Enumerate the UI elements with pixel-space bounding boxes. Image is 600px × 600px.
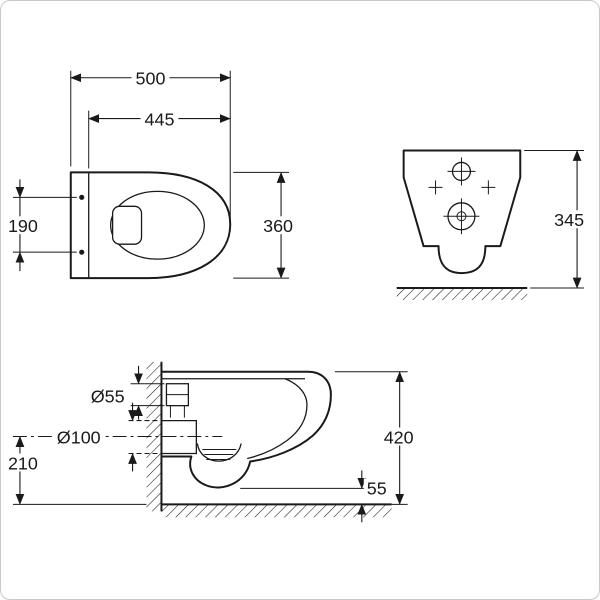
mounting-hole <box>79 249 85 255</box>
outlet-pipe <box>12 419 223 455</box>
top-view: 500 445 190 360 <box>3 69 300 280</box>
wall-hatch <box>146 361 162 512</box>
toilet-side-outline <box>161 370 332 489</box>
dim-label-overall-width: 500 <box>136 69 166 89</box>
flush-opening <box>111 205 143 245</box>
toilet-front-outline <box>402 149 522 275</box>
dim-label-overall-height: 420 <box>384 428 414 448</box>
toilet-plan-outline <box>69 171 232 280</box>
dim-label-outlet-diameter: Ø100 <box>57 428 101 448</box>
floor-hatch <box>161 504 392 518</box>
dim-outlet-diameter: Ø100 <box>52 402 137 472</box>
dim-label-overall-depth: 360 <box>263 216 293 236</box>
dim-hole-spacing: 190 <box>3 179 77 272</box>
fixing-cross-left <box>428 180 443 195</box>
dim-label-hole-spacing: 190 <box>8 216 38 236</box>
mounting-hole <box>79 194 85 200</box>
seat-opening <box>109 190 205 260</box>
dim-overall-width: 500 <box>70 69 231 219</box>
ground-hatch <box>396 288 528 300</box>
dim-inlet-diameter: Ø55 <box>91 365 165 420</box>
inner-bowl-line <box>247 378 308 460</box>
side-view: Ø55 Ø100 210 420 <box>3 361 420 523</box>
dim-label-front-height: 345 <box>554 210 584 230</box>
front-view: 345 <box>396 149 591 300</box>
inlet-pipe <box>165 383 190 418</box>
water-trap <box>196 443 242 462</box>
dim-front-height: 345 <box>524 149 591 289</box>
dim-outlet-center-height: 210 <box>3 435 147 505</box>
dim-floor-clearance: 55 <box>240 470 390 523</box>
dim-seat-depth: 445 <box>88 110 231 169</box>
inlet-marker <box>447 157 476 186</box>
fixing-cross-right <box>481 180 496 195</box>
drain-marker <box>443 198 480 235</box>
dim-overall-depth: 360 <box>233 171 300 279</box>
dim-label-inlet-diameter: Ø55 <box>91 387 125 407</box>
dim-label-seat-depth: 445 <box>145 110 175 130</box>
dim-overall-height: 420 <box>334 371 420 505</box>
dim-label-floor-clearance: 55 <box>367 478 387 498</box>
dim-label-outlet-center-height: 210 <box>8 453 38 473</box>
